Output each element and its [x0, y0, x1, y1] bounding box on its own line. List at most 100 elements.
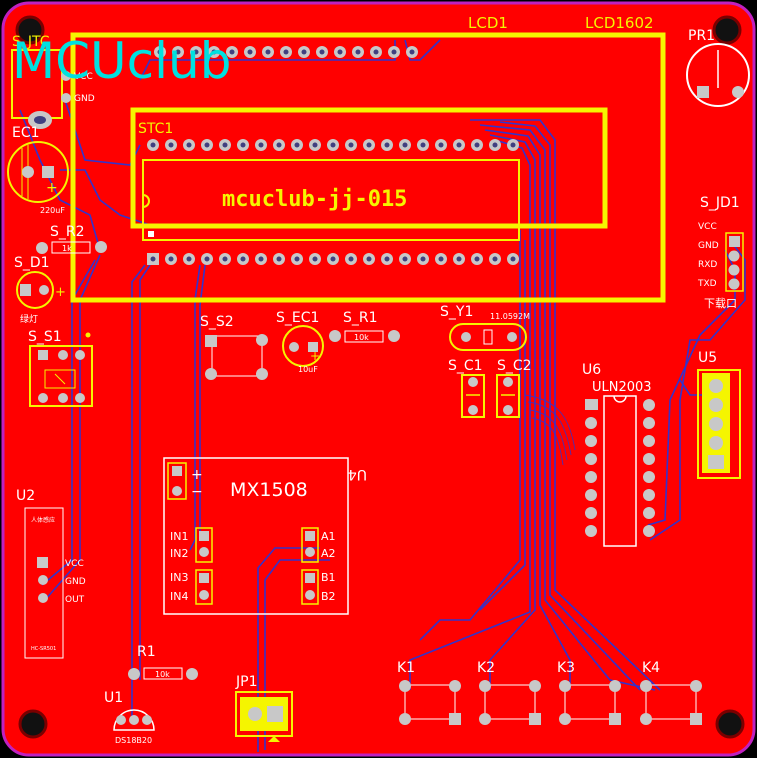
- s-s2-outline: [211, 335, 263, 377]
- mounting-holes: [15, 15, 745, 739]
- s-r1-body: [344, 330, 384, 343]
- s-r2-body: [51, 241, 91, 254]
- uln-label: ULN2003: [592, 380, 652, 395]
- s-ec1-label: S_EC1: [276, 310, 319, 326]
- s-c2-label: S_C2: [497, 358, 532, 374]
- u1-outline: [113, 709, 155, 731]
- u4-b2: B2: [321, 590, 336, 603]
- mx-label: MX1508: [230, 479, 308, 501]
- ec1-outline: [7, 141, 69, 203]
- lcd1-label: LCD1: [468, 14, 508, 32]
- u6-label: U6: [582, 362, 601, 378]
- jp1-arrow: [268, 736, 280, 742]
- circle-hole-icon: [18, 709, 48, 739]
- s-r1-value: 10k: [354, 333, 369, 342]
- ec1-pad-minus: [22, 166, 34, 178]
- u4-label: U4: [348, 466, 367, 482]
- u2-vcc: VCC: [65, 559, 84, 569]
- s-jd1-label: S_JD1: [700, 195, 740, 211]
- u4-in1: IN1: [170, 530, 188, 543]
- s-c2-outline: [496, 374, 520, 418]
- s-jd1-pin-rxd: RXD: [698, 260, 717, 270]
- u4-in3: IN3: [170, 571, 188, 584]
- s-s1-label: S_S1: [28, 329, 62, 345]
- jp1-outline: [235, 691, 293, 737]
- key-k4: K4: [640, 660, 702, 725]
- s-y1-value: 11.0592M: [490, 312, 530, 321]
- u4-in2: IN2: [170, 547, 188, 560]
- u5-label: U5: [698, 350, 717, 366]
- u4-a1: A1: [321, 530, 336, 543]
- key-k3: K3: [557, 660, 621, 725]
- ec1-value: 220uF: [40, 206, 65, 215]
- ec1-plus: +: [46, 180, 58, 196]
- lcd-header-pins: [154, 46, 418, 58]
- s-ec1-outline: [282, 325, 324, 367]
- k4-label: K4: [642, 660, 660, 676]
- s-jd1-pin-vcc: VCC: [698, 222, 717, 232]
- pr1-pad-b: [732, 86, 744, 98]
- u5-outline: [697, 369, 741, 479]
- pr1-outline: [686, 43, 750, 107]
- u2-out: OUT: [65, 595, 85, 605]
- sjtc-hole-inner: [34, 116, 46, 124]
- u4-a2: A2: [321, 547, 336, 560]
- s-y1-outline: [449, 323, 527, 351]
- u6-pins: [585, 399, 655, 537]
- u2-gnd: GND: [65, 577, 86, 587]
- k3-label: K3: [557, 660, 575, 676]
- u2-label: U2: [16, 488, 35, 504]
- circle-hole-icon: [15, 15, 45, 45]
- stc-top-pins: [147, 139, 519, 151]
- trace-bundle: [524, 394, 576, 466]
- s-r1-label: S_R1: [343, 310, 378, 326]
- u2-top: 人体感应: [31, 516, 55, 524]
- u6-body: [603, 395, 637, 547]
- u2-outline: [24, 507, 64, 659]
- u4-in4: IN4: [170, 590, 188, 603]
- r1-body: [143, 667, 183, 680]
- s-s1-outline: [29, 345, 93, 407]
- stc-bottom-pins: [147, 253, 519, 265]
- pin1-marker: [148, 231, 154, 237]
- r1-value: 10k: [155, 670, 170, 679]
- s-s2-label: S_S2: [200, 314, 234, 330]
- s-y1-label: S_Y1: [440, 304, 473, 320]
- ec1-pad-plus: [42, 166, 54, 178]
- u4-minus: −: [191, 484, 203, 500]
- ec1-label: EC1: [12, 125, 40, 141]
- jp1-label: JP1: [235, 674, 257, 690]
- u4-outline: [163, 457, 349, 615]
- pr1-pad-a: [697, 86, 709, 98]
- s-r2-pad-b: [95, 241, 107, 253]
- s-r2-pad-a: [36, 242, 48, 254]
- s-s1-dot: [85, 332, 91, 338]
- pr1-label: PR1: [688, 28, 715, 44]
- key-k2: K2: [477, 660, 541, 725]
- s-ec1-value: 10uF: [298, 365, 318, 374]
- lcd1-outline: [70, 32, 666, 303]
- s-d1-pad-a: [20, 284, 31, 296]
- lcd1602-label: LCD1602: [585, 14, 654, 32]
- k1-label: K1: [397, 660, 415, 676]
- sjtc-gnd-label: GND: [74, 94, 95, 104]
- s-c1-outline: [461, 374, 485, 418]
- s-d1-pad-b: [39, 285, 49, 295]
- mcuclub-logo: MCUclub: [12, 32, 231, 90]
- s-jd1-outline: [725, 232, 744, 292]
- chip-text: mcuclub-jj-015: [222, 187, 407, 212]
- s-c1-label: S_C1: [448, 358, 483, 374]
- sjtc-pad-gnd: [61, 93, 71, 103]
- r1-label: R1: [137, 644, 156, 660]
- s-d1-caption: 绿灯: [20, 313, 38, 325]
- stc1-label: STC1: [138, 121, 173, 137]
- s-d1-label: S_D1: [14, 255, 50, 271]
- k2-label: K2: [477, 660, 495, 676]
- circle-hole-icon: [712, 15, 742, 45]
- s-d1-outline: [16, 271, 54, 309]
- s-jd1-pin-txd: TXD: [697, 279, 717, 289]
- u4-b1: B1: [321, 571, 336, 584]
- u1-label: U1: [104, 690, 123, 706]
- s-r2-value: 1k: [62, 244, 72, 253]
